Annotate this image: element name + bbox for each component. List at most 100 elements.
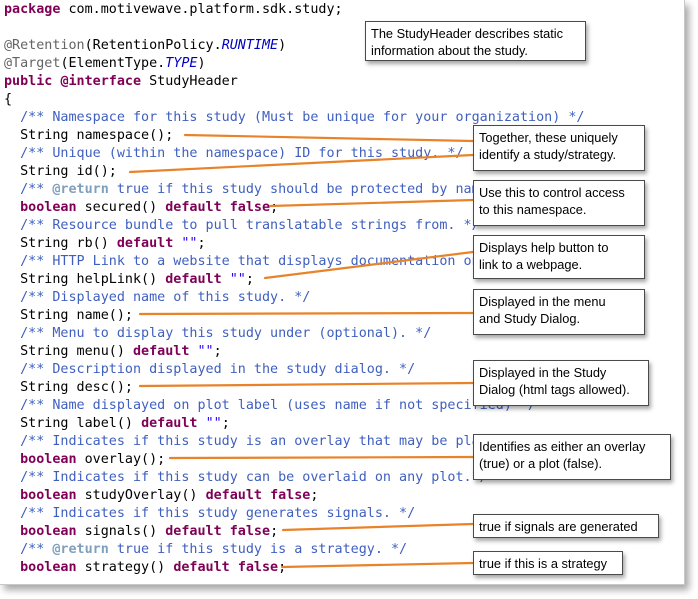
callout-text-line: (true) or a plot (false). xyxy=(479,456,603,471)
code-token: default xyxy=(165,524,222,539)
code-line: String rb() default ""; xyxy=(4,235,609,253)
code-token: /** Namespace for this study (Must be un… xyxy=(4,110,585,125)
code-line: String desc(); xyxy=(4,379,609,397)
code-token: /** Name displayed on plot label (uses n… xyxy=(4,398,537,413)
code-line: boolean strategy() default false; xyxy=(4,559,609,577)
callout-text-line: The StudyHeader describes static xyxy=(371,26,564,41)
code-token: "" xyxy=(229,272,246,287)
code-token: true if this study is a strategy. */ xyxy=(108,542,408,557)
code-line: String helpLink() default ""; xyxy=(4,271,609,289)
code-token: "" xyxy=(197,344,214,359)
code-line: package com.motivewave.platform.sdk.stud… xyxy=(4,1,609,19)
code-token: package xyxy=(4,2,61,17)
code-token: false xyxy=(237,560,279,575)
code-line: String label() default ""; xyxy=(4,415,609,433)
code-token: ; xyxy=(310,488,319,503)
code-token: overlay(); xyxy=(76,452,166,467)
code-token: signals() xyxy=(76,524,166,539)
code-line: boolean studyOverlay() default false; xyxy=(4,487,609,505)
code-token: ; xyxy=(278,560,287,575)
callout-unique-id: Together, these uniquely identify a study… xyxy=(473,125,645,171)
code-token: String label() xyxy=(4,416,142,431)
code-token: TYPE xyxy=(165,56,198,71)
code-token: StudyHeader xyxy=(141,74,238,89)
callout-text-line: and Study Dialog. xyxy=(479,311,581,326)
code-token: default xyxy=(133,344,190,359)
code-editor: package com.motivewave.platform.sdk.stud… xyxy=(4,1,609,577)
code-line: boolean overlay(); xyxy=(4,451,609,469)
callout-signals: true if signals are generated xyxy=(473,514,659,538)
code-line: String id(); xyxy=(4,163,609,181)
code-token: boolean xyxy=(4,560,77,575)
code-line: boolean signals() default false; xyxy=(4,523,609,541)
code-line: /** Displayed name of this study. */ xyxy=(4,289,609,307)
code-token: boolean xyxy=(4,488,77,503)
code-token: ; xyxy=(213,344,222,359)
code-token: strategy() xyxy=(76,560,174,575)
code-token xyxy=(262,488,270,503)
code-line: @Retention(RetentionPolicy.RUNTIME) xyxy=(4,37,609,55)
code-token: String menu() xyxy=(4,344,133,359)
callout-text-line: link to a webpage. xyxy=(479,257,583,272)
code-token xyxy=(230,560,238,575)
code-token: @interface xyxy=(60,74,142,89)
code-token: String namespace(); xyxy=(4,128,174,143)
callout-text-line: Together, these uniquely xyxy=(479,130,618,145)
code-token: String name(); xyxy=(4,308,133,323)
code-token xyxy=(222,524,230,539)
code-token: /** xyxy=(4,182,53,197)
code-token: "" xyxy=(181,236,198,251)
callout-text-line: identify a study/strategy. xyxy=(479,147,617,162)
code-line: /** Indicates if this study generates si… xyxy=(4,505,609,523)
code-token: default xyxy=(205,488,262,503)
code-token: boolean xyxy=(4,452,77,467)
code-line: /** Resource bundle to pull translatable… xyxy=(4,217,609,235)
code-token: ) xyxy=(278,38,287,53)
code-token: @Target xyxy=(4,56,61,71)
callout-text-line: Use this to control access xyxy=(479,185,625,200)
code-token: default xyxy=(165,200,222,215)
code-line: boolean secured() default false; xyxy=(4,199,609,217)
code-token: com.motivewave.platform.sdk.study; xyxy=(60,2,343,17)
code-line: public @interface StudyHeader xyxy=(4,73,609,91)
code-token: default xyxy=(116,236,174,251)
code-token: studyOverlay() xyxy=(76,488,206,503)
code-token: String helpLink() xyxy=(4,272,166,287)
callout-text-line: Displayed in the Study xyxy=(479,365,607,380)
code-token: ; xyxy=(221,416,230,431)
code-token: String id(); xyxy=(4,164,117,179)
callout-text-line: information about the study. xyxy=(371,43,528,58)
code-token: (ElementType. xyxy=(60,56,166,71)
code-token: /** Indicates if this study generates si… xyxy=(4,506,416,521)
code-token: /** Menu to display this study under (op… xyxy=(4,326,432,341)
code-line: /** Namespace for this study (Must be un… xyxy=(4,109,609,127)
code-token: false xyxy=(229,200,271,215)
code-token: default xyxy=(141,416,198,431)
code-token: ; xyxy=(245,272,254,287)
code-token: ; xyxy=(270,200,279,215)
code-token: String rb() xyxy=(4,236,117,251)
code-line: String menu() default ""; xyxy=(4,343,609,361)
callout-text-line: Displays help button to xyxy=(479,240,609,255)
code-token: default xyxy=(173,560,230,575)
code-token: boolean xyxy=(4,200,77,215)
callout-text-line: Dialog (html tags allowed). xyxy=(479,382,630,397)
code-token: false xyxy=(229,524,271,539)
code-line: /** Indicates if this study can be overl… xyxy=(4,469,609,487)
callout-text-line: true if this is a strategy xyxy=(479,556,608,571)
code-token xyxy=(222,272,230,287)
code-token: /** Resource bundle to pull translatable… xyxy=(4,218,480,233)
code-token: { xyxy=(4,92,13,107)
code-token: public xyxy=(4,74,53,89)
code-token: @return xyxy=(52,182,109,197)
code-token xyxy=(222,200,230,215)
callout-overlay: Identifies as either an overlay(true) or… xyxy=(473,434,671,480)
code-line: { xyxy=(4,91,609,109)
code-token: default xyxy=(165,272,222,287)
code-token: ; xyxy=(270,524,279,539)
code-token: @return xyxy=(52,542,109,557)
code-line: String name(); xyxy=(4,307,609,325)
code-line: /** Description displayed in the study d… xyxy=(4,361,609,379)
code-token xyxy=(189,344,197,359)
